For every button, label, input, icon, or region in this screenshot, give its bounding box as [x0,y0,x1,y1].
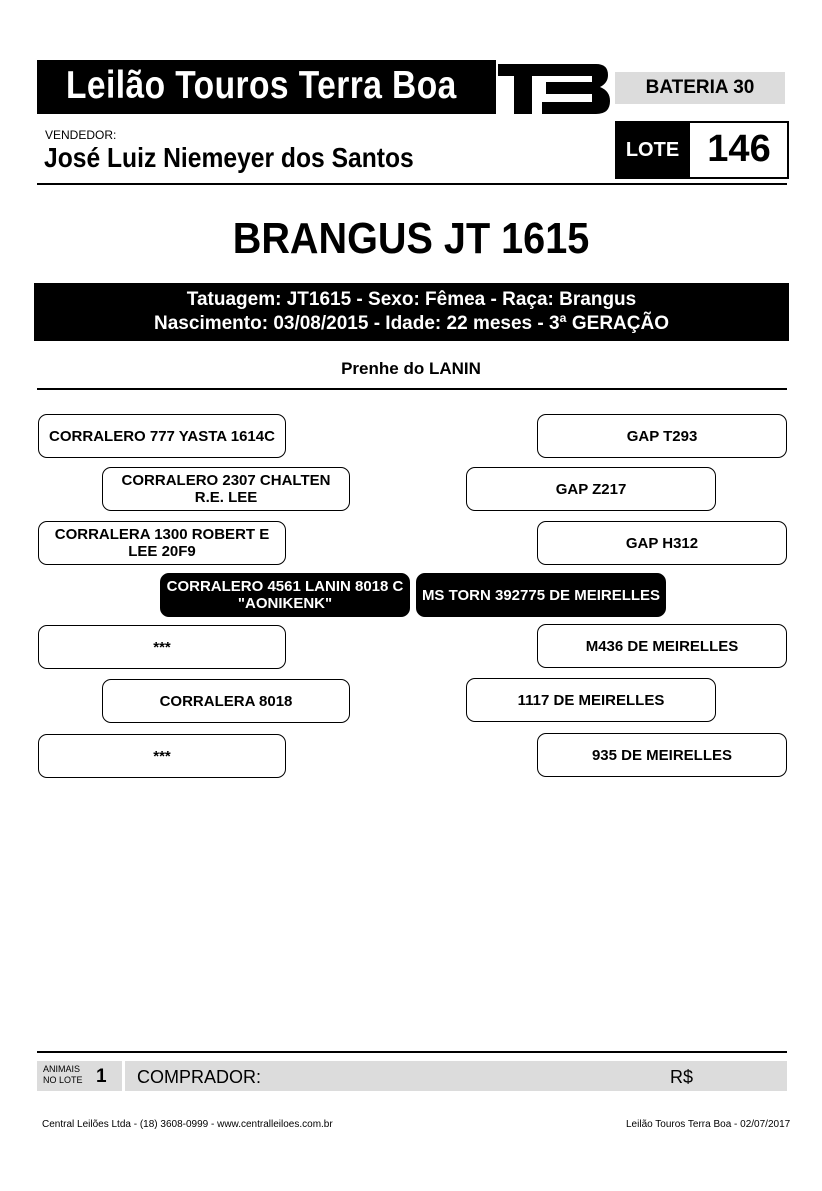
buyer-label: COMPRADOR: [137,1067,262,1087]
pedigree-box: CORRALERA 1300 ROBERT E LEE 20F9 [38,521,286,565]
pedigree-text: GAP H312 [625,534,699,552]
animals-label-line-1: ANIMAIS [43,1064,81,1074]
footer-divider [37,1051,787,1053]
animal-info-line-1: Tatuagem: JT1615 - Sexo: Fêmea - Raça: B… [186,289,637,310]
auction-date-credit: Leilão Touros Terra Boa - 02/07/2017 [626,1119,791,1130]
pedigree-text: CORRALERO 2307 CHALTEN R.E. LEE [121,472,331,506]
pedigree-text: GAP T293 [626,427,698,445]
footer-separator [122,1061,125,1091]
sire-text: CORRALERO 4561 LANIN 8018 C "AONIKENK" [166,578,404,612]
vendor-name: José Luiz Niemeyer dos Santos [44,142,414,173]
pedigree-text: GAP Z217 [555,480,627,498]
company-credit: Central Leilões Ltda - (18) 3608-0999 - … [42,1119,333,1130]
pedigree-text: 935 DE MEIRELLES [591,746,733,764]
animals-label-line-2: NO LOTE [43,1075,83,1085]
animal-name: BRANGUS JT 1615 [232,214,590,263]
pedigree-box: GAP T293 [537,414,787,458]
pedigree-box: CORRALERA 8018 [102,679,350,723]
pedigree-box: *** [38,625,286,669]
bateria-badge: BATERIA 30 [615,72,785,104]
pregnancy-note: Prenhe do LANIN [341,359,481,378]
header-divider [37,183,787,185]
pedigree-text: CORRALERA 1300 ROBERT E LEE 20F9 [54,526,270,560]
pedigree-box: 935 DE MEIRELLES [537,733,787,777]
auction-title: Leilão Touros Terra Boa [66,64,457,107]
sire-box: CORRALERO 4561 LANIN 8018 C "AONIKENK" [160,573,410,617]
pedigree-box: M436 DE MEIRELLES [537,624,787,668]
pedigree-box: GAP Z217 [466,467,716,511]
currency-label: R$ [670,1067,694,1087]
pedigree-box: *** [38,734,286,778]
pedigree-text: *** [153,747,171,765]
pedigree-box: CORRALERO 777 YASTA 1614C [38,414,286,458]
pedigree-box: GAP H312 [537,521,787,565]
dam-text: MS TORN 392775 DE MEIRELLES [421,586,661,604]
animal-info-bar: Tatuagem: JT1615 - Sexo: Fêmea - Raça: B… [34,283,789,341]
animal-info-line-2: Nascimento: 03/08/2015 - Idade: 22 meses… [154,313,669,334]
pedigree-box: CORRALERO 2307 CHALTEN R.E. LEE [102,467,350,511]
pedigree-text: *** [153,638,171,656]
lote-number: 146 [707,128,771,170]
animals-count: 1 [96,1066,107,1087]
pedigree-box: 1117 DE MEIRELLES [466,678,716,722]
pedigree-text: M436 DE MEIRELLES [585,637,739,655]
pedigree-divider [37,388,787,390]
tb-logo-icon [496,58,612,116]
dam-box: MS TORN 392775 DE MEIRELLES [416,573,666,617]
animals-label: ANIMAIS NO LOTE [43,1064,83,1086]
vendor-label: VENDEDOR: [45,128,117,142]
lote-label: LOTE [615,121,690,179]
pedigree-text: CORRALERO 777 YASTA 1614C [49,427,275,445]
buyer-bar [37,1061,787,1091]
pedigree-text: CORRALERA 8018 [159,692,293,710]
pedigree-text: 1117 DE MEIRELLES [517,691,665,709]
